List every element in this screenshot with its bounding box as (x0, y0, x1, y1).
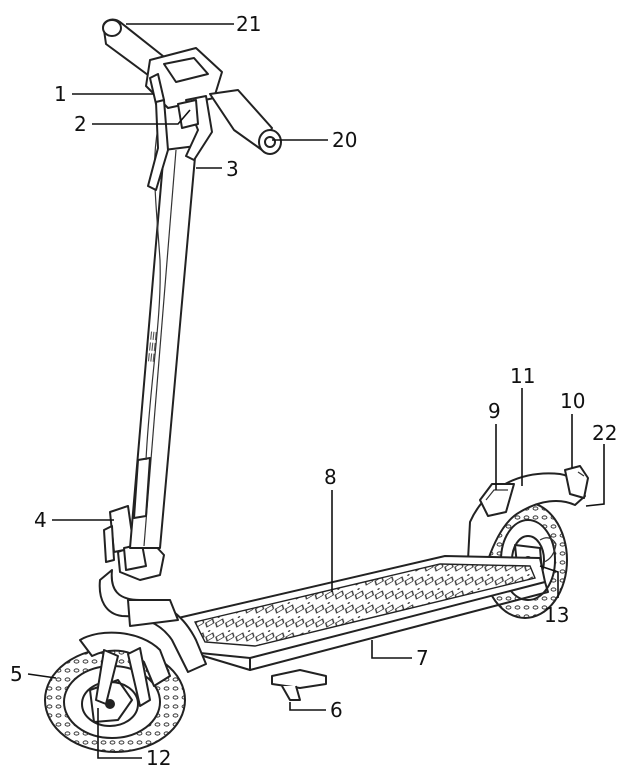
callout-22: 22 (592, 421, 617, 445)
callout-3: 3 (226, 157, 239, 181)
callout-11: 11 (510, 364, 535, 388)
kickstand (271, 669, 327, 701)
callout-5: 5 (10, 662, 23, 686)
callout-4: 4 (34, 508, 47, 532)
callout-21: 21 (236, 12, 261, 36)
callout-10: 10 (560, 389, 585, 413)
callout-1: 1 (54, 82, 67, 106)
callout-labels: 21 1 2 20 3 11 10 9 22 8 4 13 7 6 5 12 (10, 12, 617, 770)
callout-8: 8 (324, 465, 337, 489)
front-wheel (44, 631, 186, 753)
folding-mechanism (103, 505, 147, 571)
scooter-drawing: ≡≡≡ (44, 18, 589, 753)
handlebar (102, 18, 282, 191)
callout-6: 6 (330, 698, 343, 722)
callout-2: 2 (74, 112, 87, 136)
callout-7: 7 (416, 646, 429, 670)
callout-13: 13 (544, 603, 569, 627)
callout-20: 20 (332, 128, 357, 152)
svg-text:≡≡≡: ≡≡≡ (143, 330, 161, 364)
deck (177, 555, 549, 671)
callout-12: 12 (146, 746, 171, 770)
callout-9: 9 (488, 399, 501, 423)
rear-fender (467, 465, 589, 561)
leader-lines (27, 23, 605, 759)
stem: ≡≡≡ (129, 145, 197, 549)
